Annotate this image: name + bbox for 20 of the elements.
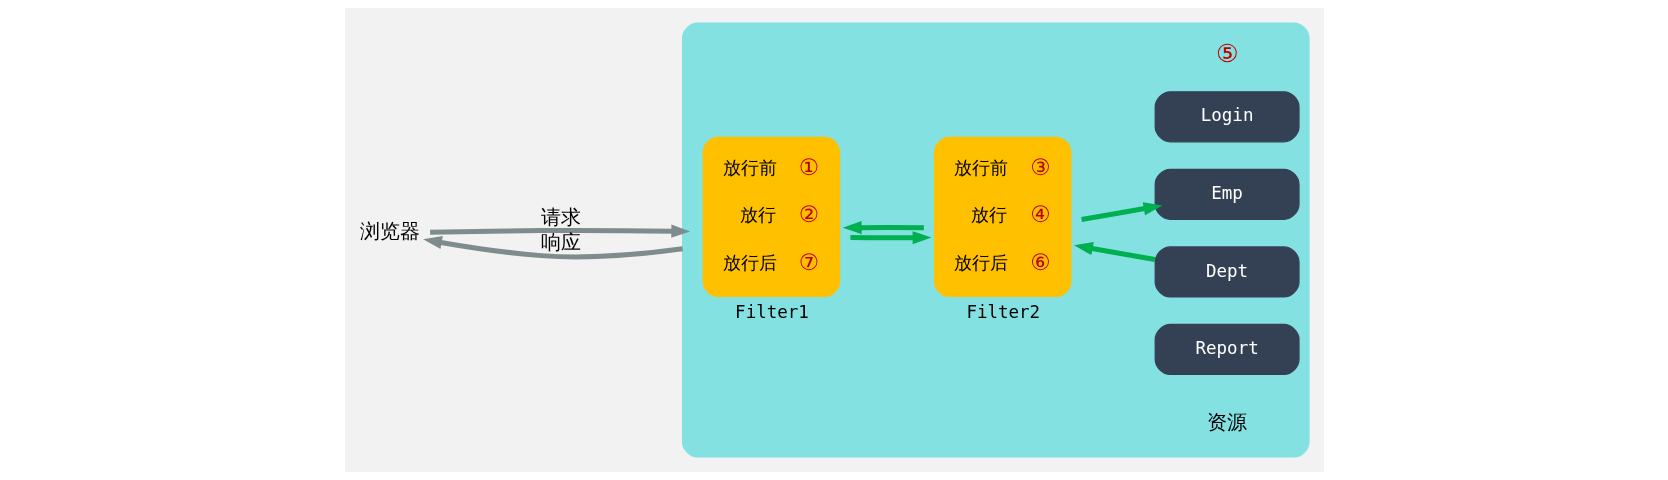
arrow [429,224,690,238]
arrow [1080,202,1162,223]
arrow [849,231,931,245]
arrow [422,236,683,260]
edge-label: 响应 [540,230,581,255]
node-box: 放行前 ① 放行 ② 放行后 ⑦ [702,136,840,297]
cluster [681,22,1310,458]
node-box: Dept [1154,246,1300,298]
node-label: Filter2 [965,302,1040,323]
label: 资源 [1206,410,1247,435]
arrow [1073,242,1155,262]
node-box: Login [1154,91,1300,143]
edge-label: 请求 [540,205,581,230]
node-text: 浏览器 [359,218,420,243]
label: ⑤ [1215,38,1238,68]
node-box: Report [1154,323,1300,376]
node-box: Emp [1154,168,1300,220]
arrow [842,221,924,235]
node-box: 放行前 ③ 放行 ④ 放行后 ⑥ [933,136,1071,297]
node-label: Filter1 [734,302,809,323]
